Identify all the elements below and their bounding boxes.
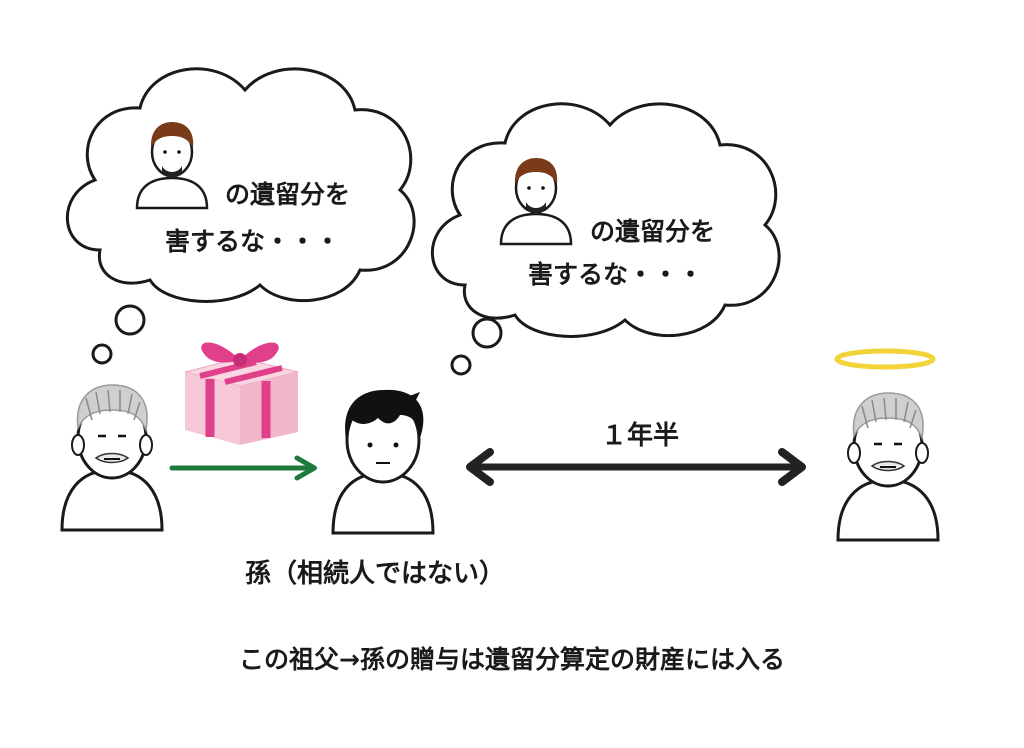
halo-icon: [834, 348, 936, 370]
grandchild-label: 孫（相続人ではない）: [245, 558, 505, 589]
father-avatar-left: [135, 122, 209, 210]
cloud-right-line2: 害するな・・・: [528, 260, 703, 289]
cloud-left-line2: 害するな・・・: [165, 227, 340, 256]
grandfather-left: [60, 384, 164, 532]
period-arrow: [466, 448, 806, 486]
duration-label: １年半: [601, 420, 679, 451]
thought-cloud-right: の遺留分を 害するな・・・: [431, 102, 781, 376]
cloud-left-line1: の遺留分を: [225, 180, 350, 209]
father-avatar-right: [499, 158, 573, 246]
gift-box-icon: [184, 342, 299, 445]
cloud-right-line1: の遺留分を: [590, 217, 715, 246]
grandchild-figure: [331, 389, 435, 535]
caption: この祖父→孫の贈与は遺留分算定の財産には入る: [239, 645, 785, 674]
thought-cloud-left: の遺留分を 害するな・・・: [66, 67, 416, 365]
grandfather-deceased: [834, 348, 940, 542]
